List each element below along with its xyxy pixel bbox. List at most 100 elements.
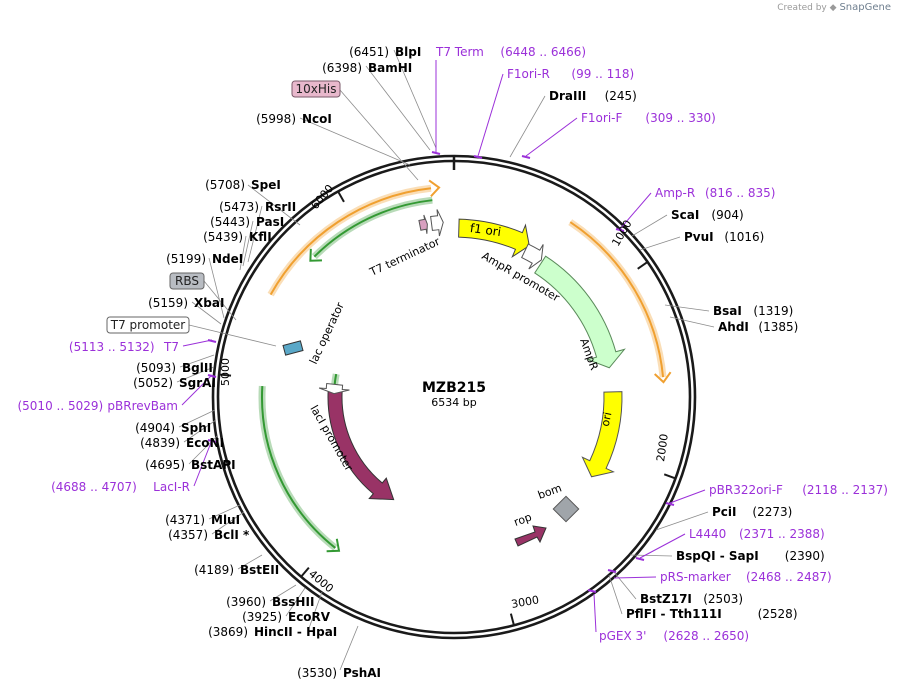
- site-bstz17i[interactable]: BstZ17I(2503): [640, 592, 743, 606]
- site-ndei[interactable]: (5199)NdeI: [166, 252, 243, 266]
- feature-label-ori: ori: [599, 411, 615, 428]
- site-pasi[interactable]: (5443)PasI: [210, 215, 284, 229]
- site-name: BspQI - SapI: [676, 549, 759, 563]
- leader-line: [613, 571, 637, 600]
- primer-name: pBR322ori-F: [709, 483, 783, 497]
- leader-line: [208, 257, 225, 319]
- site-bsteii[interactable]: (4189)BstEII: [194, 563, 279, 577]
- site-bsshii[interactable]: (3960)BssHII: [226, 595, 314, 609]
- leader-line: [339, 625, 359, 671]
- orf-green-left: [261, 385, 336, 549]
- site-draiii[interactable]: DraIII(245): [549, 89, 637, 103]
- site-position: (4695): [145, 458, 185, 472]
- site-ncoi[interactable]: (5998)NcoI: [256, 112, 332, 126]
- feature-f1-ori: [458, 218, 530, 259]
- primer-name: Amp-R: [655, 186, 695, 200]
- primer-mark: [615, 228, 625, 232]
- primer-laci-r[interactable]: LacI-R(4688 .. 4707): [51, 480, 190, 494]
- primer-amp-r[interactable]: Amp-R(816 .. 835): [655, 186, 775, 200]
- site-pvui[interactable]: PvuI(1016): [684, 230, 764, 244]
- boxed-feature-his[interactable]: 10xHis: [291, 80, 341, 98]
- primer-pgex-3-[interactable]: pGEX 3'(2628 .. 2650): [599, 629, 749, 643]
- site-sgrai[interactable]: (5052)SgrAI: [133, 376, 216, 390]
- primer-pbrrevbam[interactable]: pBRrevBam(5010 .. 5029): [17, 399, 178, 413]
- site-mlui[interactable]: (4371)MluI: [165, 513, 240, 527]
- primer-name: F1ori-R: [507, 67, 550, 81]
- primer-prs-marker[interactable]: pRS-marker(2468 .. 2487): [660, 570, 832, 584]
- site-ecorv[interactable]: (3925)EcoRV: [242, 610, 331, 624]
- site-name: PciI: [712, 505, 737, 519]
- site-position: (2528): [758, 607, 798, 621]
- primer-range: (309 .. 330): [645, 111, 715, 125]
- primer-mark: [431, 151, 441, 155]
- site-pcii[interactable]: PciI(2273): [712, 505, 792, 519]
- leader-line: [208, 504, 241, 520]
- site-kfli[interactable]: (5439)KflI: [203, 230, 272, 244]
- feature-ori: [581, 391, 623, 478]
- feature-10xhis: [418, 214, 428, 234]
- site-pflfi[interactable]: PflFI - Tth111I(2528): [626, 607, 798, 621]
- snapgene-logo-icon: ◆: [829, 3, 837, 13]
- leader-line: [179, 354, 215, 368]
- site-bamhi[interactable]: (6398)BamHI: [322, 61, 412, 75]
- site-sphi[interactable]: (4904)SphI: [135, 421, 211, 435]
- primer-t7[interactable]: T7(5113 .. 5132): [69, 340, 179, 354]
- orf-green-head-1: [309, 248, 322, 262]
- plasmid-name: MZB215: [422, 380, 486, 396]
- site-bcli[interactable]: (4357)BclI *: [168, 528, 250, 542]
- primer-leader: [669, 489, 706, 504]
- site-position: (4839): [140, 436, 180, 450]
- primer-mark: [607, 569, 617, 573]
- site-spei[interactable]: (5708)SpeI: [205, 178, 281, 192]
- primer-l4440[interactable]: L4440(2371 .. 2388): [689, 527, 825, 541]
- feature-ampr-promoter: [521, 243, 544, 270]
- site-bsai[interactable]: BsaI(1319): [713, 304, 793, 318]
- primer-t7-term[interactable]: T7 Term(6448 .. 6466): [435, 45, 586, 59]
- site-name: BsaI: [713, 304, 742, 318]
- leader-line: [239, 235, 247, 271]
- primer-leader: [613, 576, 657, 579]
- leader-line: [299, 117, 411, 166]
- primer-range: (2628 .. 2650): [663, 629, 749, 643]
- site-bspqi[interactable]: BspQI - SapI(2390): [676, 549, 825, 563]
- primer-name: pRS-marker: [660, 570, 731, 584]
- site-econi[interactable]: (4839)EcoNI: [140, 436, 224, 450]
- leader-line: [365, 65, 431, 151]
- site-ahdi[interactable]: AhdI(1385): [718, 320, 798, 334]
- site-position: (4371): [165, 513, 205, 527]
- boxed-feature-promoter[interactable]: T7 promoter: [106, 316, 190, 334]
- leader-line: [183, 419, 217, 443]
- site-xbai[interactable]: (5159)XbaI: [148, 296, 224, 310]
- boxed-feature-rbs[interactable]: RBS: [169, 272, 205, 290]
- primer-range: (5010 .. 5029): [17, 399, 103, 413]
- site-name: EcoRV: [288, 610, 331, 624]
- feature-label-laci: lacI: [309, 477, 328, 500]
- primer-leader: [182, 339, 213, 347]
- primer-pbr322ori-f[interactable]: pBR322ori-F(2118 .. 2137): [709, 483, 888, 497]
- primer-leader: [619, 192, 652, 230]
- site-hincii[interactable]: (3869)HincII - HpaI: [208, 625, 337, 639]
- site-bglii[interactable]: (5093)BglII: [136, 361, 213, 375]
- site-bstapi[interactable]: (4695)BstAPI: [145, 458, 235, 472]
- primer-f1ori-f[interactable]: F1ori-F(309 .. 330): [581, 111, 716, 125]
- feature-t7-terminator: [430, 209, 444, 237]
- site-pshai[interactable]: (3530)PshAI: [297, 666, 381, 680]
- leader-line: [393, 49, 437, 149]
- site-scai[interactable]: ScaI(904): [671, 208, 744, 222]
- leader-line: [639, 236, 681, 251]
- site-name: BclI *: [214, 528, 250, 542]
- site-rsrii[interactable]: (5473)RsrII: [219, 200, 296, 214]
- tick-label-6000: 6000: [308, 182, 336, 212]
- leader-line: [247, 184, 301, 226]
- orf-green-head-2: [326, 538, 341, 553]
- restriction-site-labels: (6451)BlpI (6398)BamHI (5998)NcoI (5708)Spe…: [133, 45, 825, 680]
- site-position: (5443): [210, 215, 250, 229]
- site-blpi[interactable]: (6451)BlpI: [349, 45, 421, 59]
- leader-line: [247, 205, 263, 263]
- tick-mark-2000: [663, 473, 676, 480]
- boxed-feature-frame: [169, 272, 205, 290]
- site-name: SpeI: [251, 178, 281, 192]
- tick-label-3000: 3000: [510, 593, 540, 611]
- primer-f1ori-r[interactable]: F1ori-R(99 .. 118): [507, 67, 634, 81]
